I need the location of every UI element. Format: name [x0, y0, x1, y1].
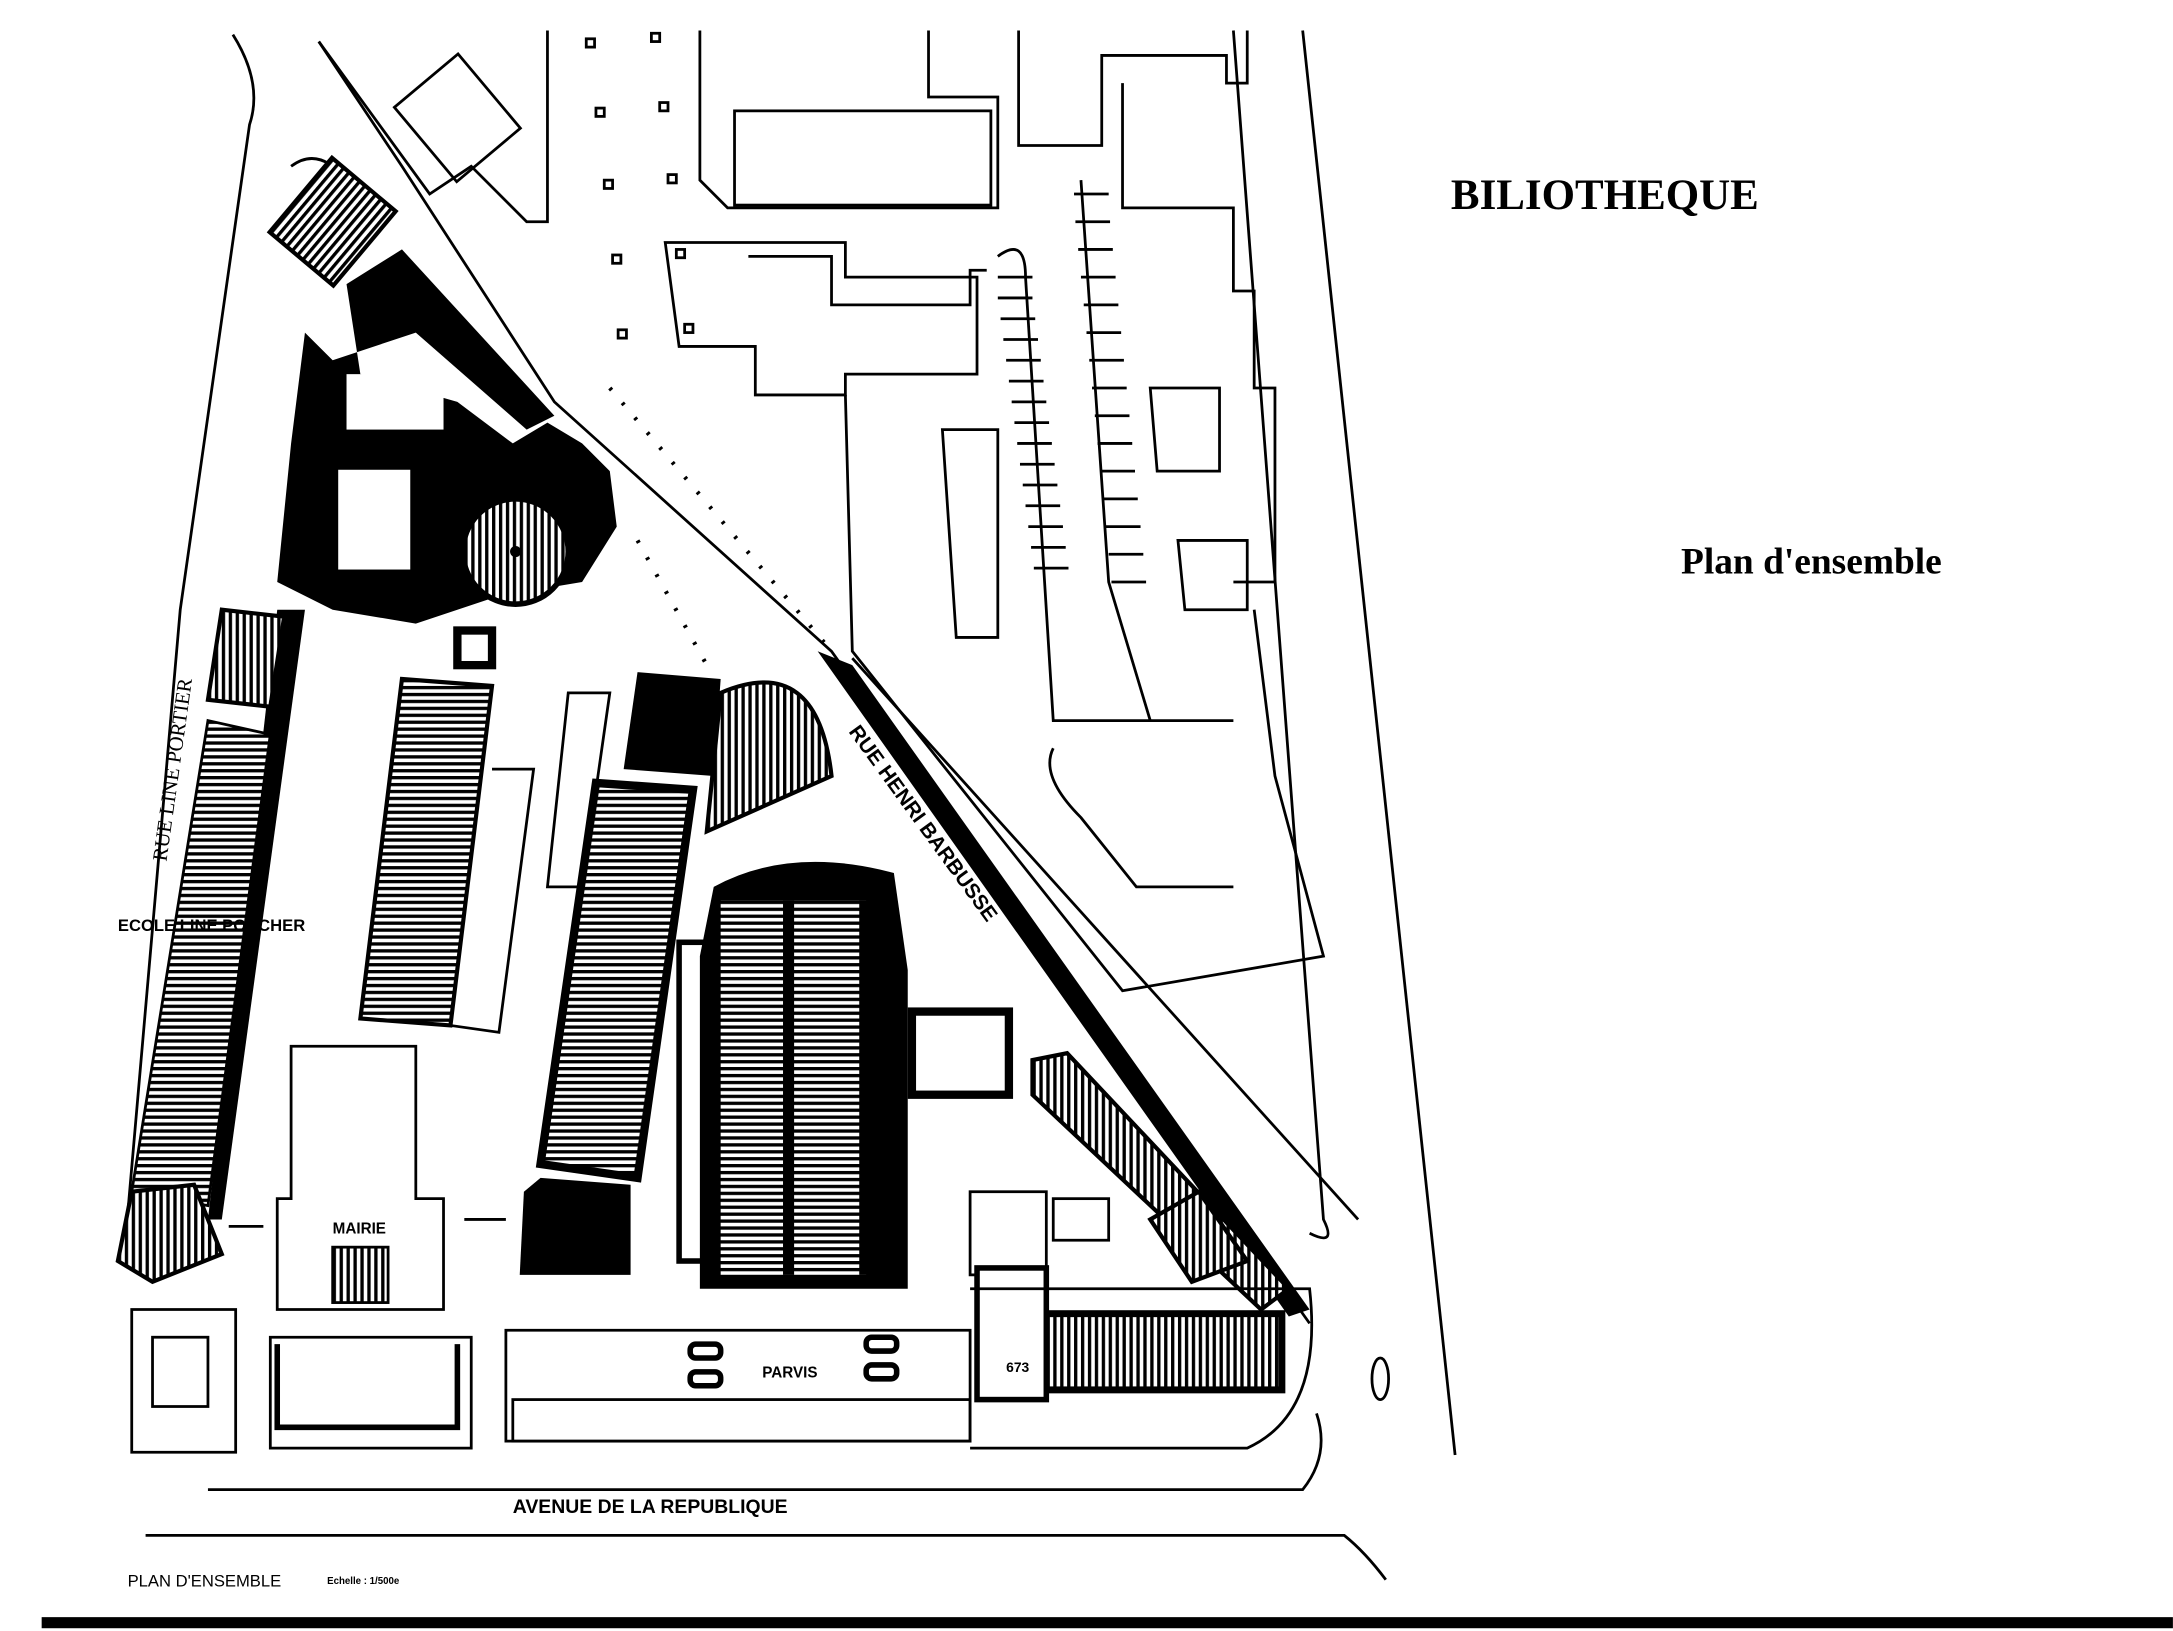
street-label-avenue-de-la-republique: AVENUE DE LA REPUBLIQUE — [513, 1496, 788, 1518]
parvis: PARVIS — [504, 1287, 1390, 1450]
label-mairie: MAIRIE — [333, 1220, 386, 1237]
library-complex: ECOLE LINE PORCHER 673 — [115, 154, 1292, 1403]
page-subtitle: Plan d'ensemble — [1681, 542, 1942, 583]
mairie-building: MAIRIE — [130, 1044, 506, 1454]
page-title: BILIOTHEQUE — [1451, 172, 1759, 219]
label-building-number: 673 — [1006, 1359, 1029, 1375]
bottom-rule — [41, 1617, 2173, 1629]
surrounding-blocks — [317, 30, 1457, 1456]
label-ecole-line-porcher: ECOLE LINE PORCHER — [118, 916, 305, 935]
parking-bays — [997, 192, 1147, 584]
label-parvis: PARVIS — [762, 1364, 817, 1381]
bollards — [584, 31, 695, 340]
street-avenue-de-la-republique: AVENUE DE LA REPUBLIQUE — [145, 1413, 1387, 1581]
footer-caption: PLAN D'ENSEMBLE — [128, 1572, 282, 1591]
scale-label: Echelle : 1/500e — [327, 1576, 400, 1587]
